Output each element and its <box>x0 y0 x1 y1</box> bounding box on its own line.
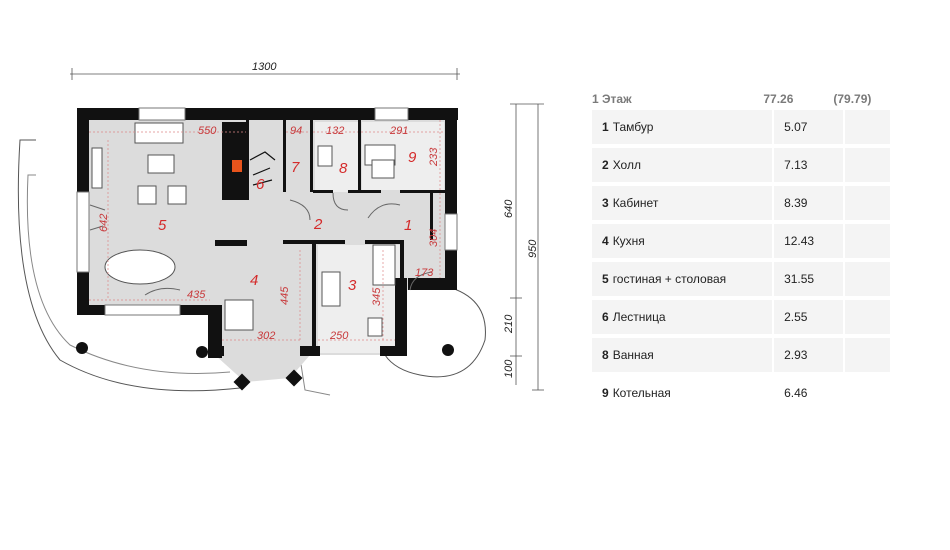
bay-outline <box>299 357 331 396</box>
terrace-outline <box>17 139 241 392</box>
room-name: Ванная <box>612 348 654 362</box>
walls <box>77 108 458 358</box>
dim-302: 302 <box>257 330 275 342</box>
side-dim-640: 640 <box>503 199 515 218</box>
dimension-lines <box>89 120 444 341</box>
room-name: Тамбур <box>612 120 654 134</box>
room-area: 12.43 <box>774 224 843 258</box>
legend-header: 1 Этаж 77.26 (79.79) <box>592 88 890 110</box>
dining-table-icon <box>104 249 176 285</box>
room-label-7: 7 <box>291 159 300 176</box>
dim-304: 304 <box>428 229 440 247</box>
side-dim-210: 210 <box>503 314 515 334</box>
columns <box>76 342 454 391</box>
dim-233: 233 <box>428 147 440 167</box>
dim-94: 94 <box>290 125 302 137</box>
terrace-inner-outline <box>26 174 231 374</box>
room-number: 1 <box>602 120 609 134</box>
room-label-4: 4 <box>250 272 258 289</box>
room-name: Кухня <box>612 234 645 248</box>
room-number: 4 <box>602 234 609 248</box>
exterior-dimensions <box>70 68 544 391</box>
dim-345: 345 <box>371 287 383 306</box>
room-name: Холл <box>612 158 641 172</box>
overall-width-label: 1300 <box>252 61 277 73</box>
room-number: 2 <box>602 158 609 172</box>
porch-outline <box>384 284 486 378</box>
dim-173: 173 <box>415 267 434 279</box>
furniture <box>91 122 396 337</box>
dim-445: 445 <box>279 286 291 305</box>
legend-total: 77.26 <box>763 92 794 106</box>
room-label-6: 6 <box>256 176 265 193</box>
dim-642: 642 <box>98 214 110 232</box>
room-label-5: 5 <box>158 217 167 234</box>
legend-total-alt: (79.79) <box>833 92 872 106</box>
room-number: 8 <box>602 348 609 362</box>
fireplace-icon <box>232 160 242 172</box>
room-label-2: 2 <box>313 216 323 233</box>
room-area: 7.13 <box>774 148 843 182</box>
room-area: 2.93 <box>774 338 843 372</box>
room-number: 6 <box>602 310 609 324</box>
room-label-1: 1 <box>404 217 412 234</box>
dim-550: 550 <box>198 125 217 137</box>
overall-height-label: 950 <box>527 239 539 258</box>
dim-435: 435 <box>187 289 206 301</box>
sofa-icon <box>134 122 184 144</box>
room-label-3: 3 <box>348 277 357 294</box>
room-label-8: 8 <box>339 160 348 177</box>
room-area: 31.55 <box>774 262 843 296</box>
room-area: 5.07 <box>774 110 843 144</box>
doors <box>89 192 433 296</box>
room-label-9: 9 <box>408 149 417 166</box>
side-dim-100: 100 <box>503 359 515 378</box>
room-name: Кабинет <box>612 196 659 210</box>
floor-plan: 1300 950 640 210 100 1 2 3 4 5 6 7 8 9 5… <box>17 61 544 396</box>
legend-title: 1 Этаж <box>592 92 632 106</box>
room-area: 2.55 <box>774 300 843 334</box>
room-name: гостиная + столовая <box>612 272 727 286</box>
room-name: Лестница <box>612 310 666 324</box>
bathtub-icon <box>321 271 341 307</box>
dim-132: 132 <box>326 125 344 137</box>
stair-arrow-icon <box>249 151 276 186</box>
room-area: 8.39 <box>774 186 843 220</box>
room-area: 6.46 <box>784 386 808 400</box>
room-number: 5 <box>602 272 609 286</box>
room-number: 9 <box>602 386 609 400</box>
dim-250: 250 <box>329 330 349 342</box>
windows <box>76 107 458 316</box>
room-number: 3 <box>602 196 609 210</box>
room-name: Котельная <box>612 386 671 400</box>
dim-291: 291 <box>389 125 408 137</box>
